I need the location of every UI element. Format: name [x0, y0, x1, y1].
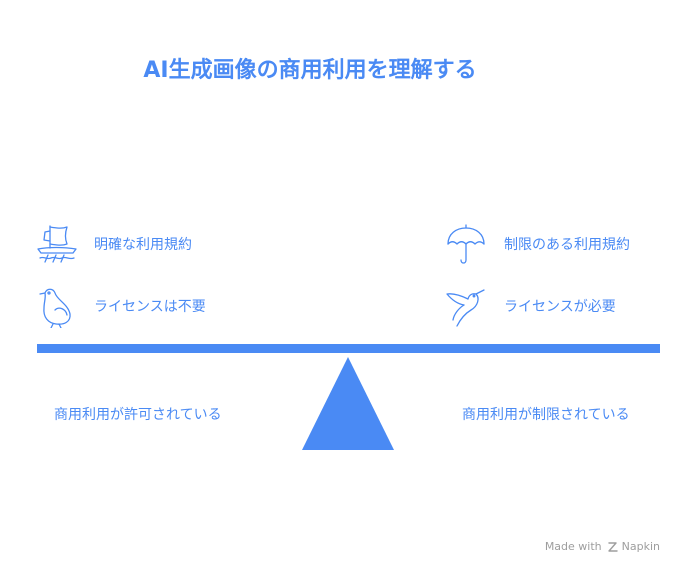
left-item-clear-terms: 明確な利用規約 [34, 222, 192, 266]
watermark-brand: Napkin [621, 540, 660, 553]
sailboat-icon [37, 225, 77, 263]
right-item-label: 制限のある利用規約 [504, 237, 630, 253]
napkin-logo-icon [607, 541, 618, 552]
right-item-label: ライセンスが必要 [504, 299, 616, 315]
seesaw-beam [37, 344, 660, 353]
umbrella-icon [447, 224, 485, 264]
watermark: Made with Napkin [545, 540, 660, 553]
left-item-no-license: ライセンスは不要 [34, 284, 206, 328]
watermark-made-with: Made with [544, 540, 602, 553]
left-item-label: 明確な利用規約 [94, 237, 192, 253]
hummingbird-icon [446, 289, 485, 327]
right-item-restricted-terms: 制限のある利用規約 [444, 222, 630, 266]
right-outcome-label: 商用利用が制限されている [462, 407, 630, 423]
seesaw-fulcrum [302, 357, 394, 450]
bird-icon [39, 288, 71, 328]
left-item-label: ライセンスは不要 [94, 299, 206, 315]
diagram-title: AI生成画像の商用利用を理解する [143, 58, 477, 83]
right-item-license-required: ライセンスが必要 [444, 284, 616, 328]
left-outcome-label: 商用利用が許可されている [54, 407, 222, 423]
